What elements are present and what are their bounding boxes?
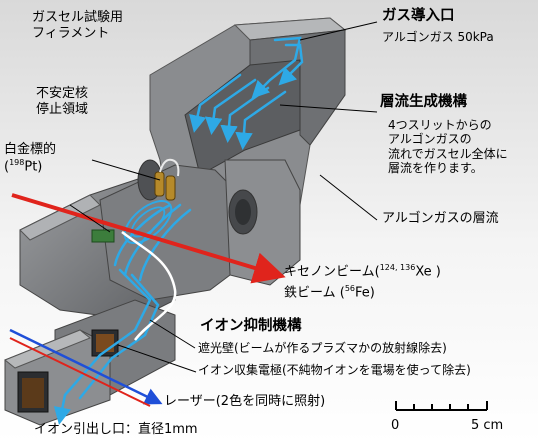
- laminar-highlight: [121, 231, 177, 341]
- gas-cell-body: [4, 17, 347, 426]
- laminar-description: 4つスリットからの アルゴンガスの 流れでガスセル全体に 層流を作ります。: [388, 118, 508, 176]
- target-label: 白金標的 (198Pt): [4, 142, 56, 175]
- xenon-beam-label: キセノンビーム(124, 136Xe ): [284, 263, 441, 280]
- gas-inlet-title: ガス導入口: [382, 8, 455, 24]
- shield-label: 遮光壁(ビームが作るプラズマかの放射線除去): [198, 341, 447, 355]
- gas-inlet-subtitle: アルゴンガス 50kPa: [382, 30, 494, 44]
- extraction-port-label: イオン引出し口：直径1mm: [34, 422, 198, 437]
- unstable-region-label: 不安定核 停止領域: [36, 86, 89, 117]
- collector-label: イオン収集電極(不純物イオンを電場を使って除去): [198, 363, 471, 377]
- scale-start: 0: [391, 418, 400, 433]
- ion-suppression-label: イオン抑制機構: [200, 318, 302, 334]
- argon-flow-lines: [53, 36, 304, 425]
- laser-line-red: [9, 337, 151, 407]
- argon-laminar-label: アルゴンガスの層流: [382, 211, 499, 226]
- scale-bar: [395, 401, 488, 411]
- leader-lines: [69, 21, 378, 373]
- target-label-line2: (198Pt): [4, 157, 43, 174]
- iron-beam-label: 鉄ビーム (56Fe): [284, 284, 375, 301]
- laminar-title: 層流生成機構: [380, 94, 467, 110]
- scale-end: 5 cm: [471, 418, 504, 433]
- laser-label: レーザー(2色を同時に照射): [164, 394, 326, 409]
- laser-line-blue: [9, 328, 163, 405]
- target-label-line1: 白金標的: [4, 142, 57, 157]
- filament-label: ガスセル試験用 フィラメント: [32, 10, 124, 41]
- beam-arrow: [11, 193, 286, 284]
